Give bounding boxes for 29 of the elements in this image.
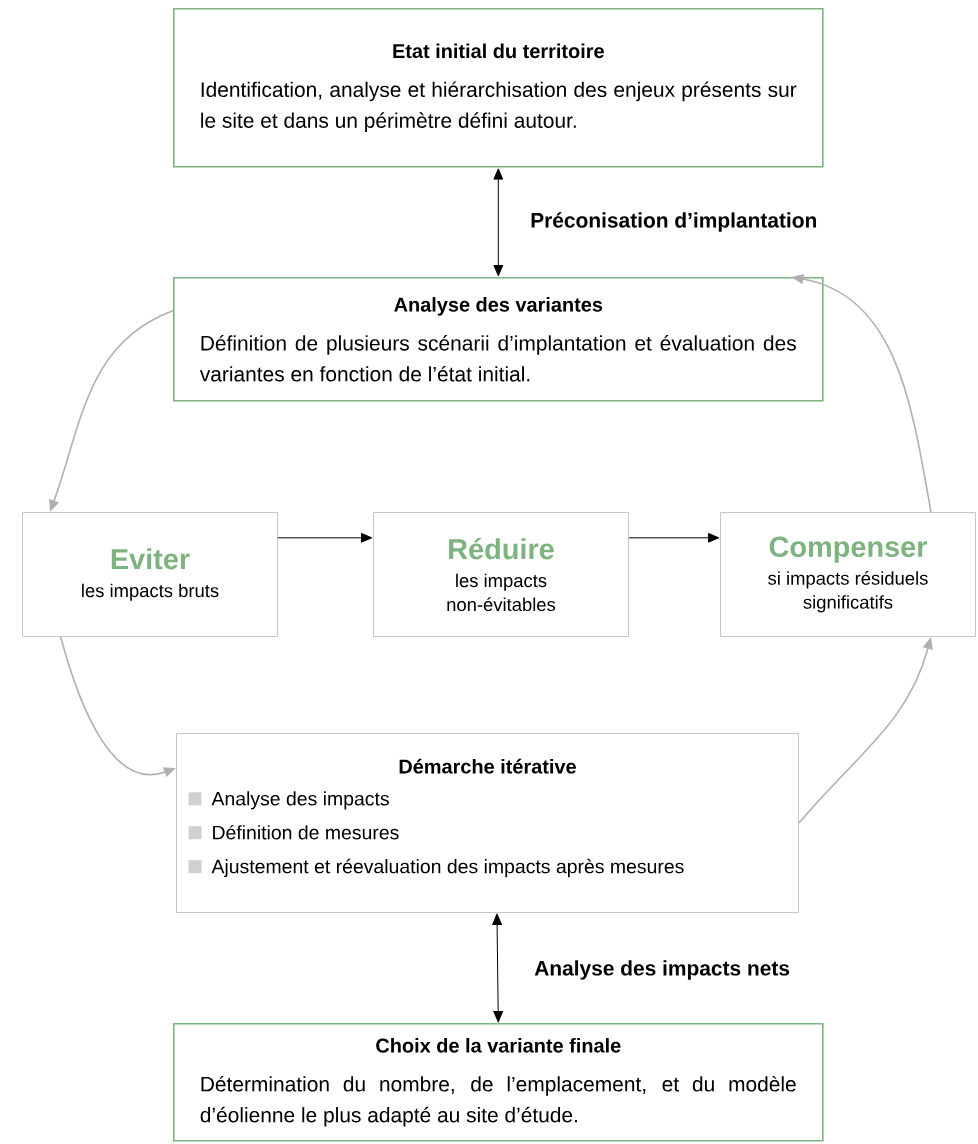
arrow <box>493 168 504 277</box>
box-text: les impacts bruts <box>82 583 219 601</box>
edge-label: Analyse des impacts nets <box>532 958 792 982</box>
list-item: Définition de mesures <box>213 824 399 840</box>
box-text: Définition de plusieurs scénarii d’implantation et évaluation des variantes en fonction de l’état initial. <box>199 335 796 382</box>
arrow <box>277 532 373 543</box>
process-box <box>173 1023 824 1142</box>
step-box <box>720 512 976 637</box>
arrow <box>492 913 504 1023</box>
process-box <box>173 8 824 168</box>
step-title: Réduire <box>449 537 554 560</box>
box-title: Etat initial du territoire <box>393 43 604 59</box>
list-item: Ajustement et réevaluation des impacts après mesures <box>211 858 684 878</box>
list-item: Analyse des impacts <box>211 791 389 810</box>
edge-label: Préconisation d’implantation <box>528 210 820 234</box>
box-text: Détermination du nombre, de l’emplacement, et du modèle d’éolienne le plus adapté au site d’étude. <box>200 1075 796 1127</box>
arrow <box>628 532 720 543</box>
box-text: Identification, analyse et hiérarchisation des enjeux présents sur le site et dans un périmètre défini autour. <box>201 81 797 133</box>
box-title: Choix de la variante finale <box>376 1038 621 1053</box>
step-title: Compenser <box>769 536 928 563</box>
process-box <box>173 277 824 402</box>
box-text: si impacts résiduels significatifs <box>768 571 928 613</box>
box-title: Analyse des variantes <box>394 297 603 316</box>
list-box <box>176 733 799 913</box>
step-box <box>373 512 629 637</box>
box-title: Démarche itérative <box>399 758 576 774</box>
step-box <box>22 512 278 637</box>
box-text: les impacts non-évitables <box>447 573 556 612</box>
step-title: Eviter <box>111 548 190 570</box>
